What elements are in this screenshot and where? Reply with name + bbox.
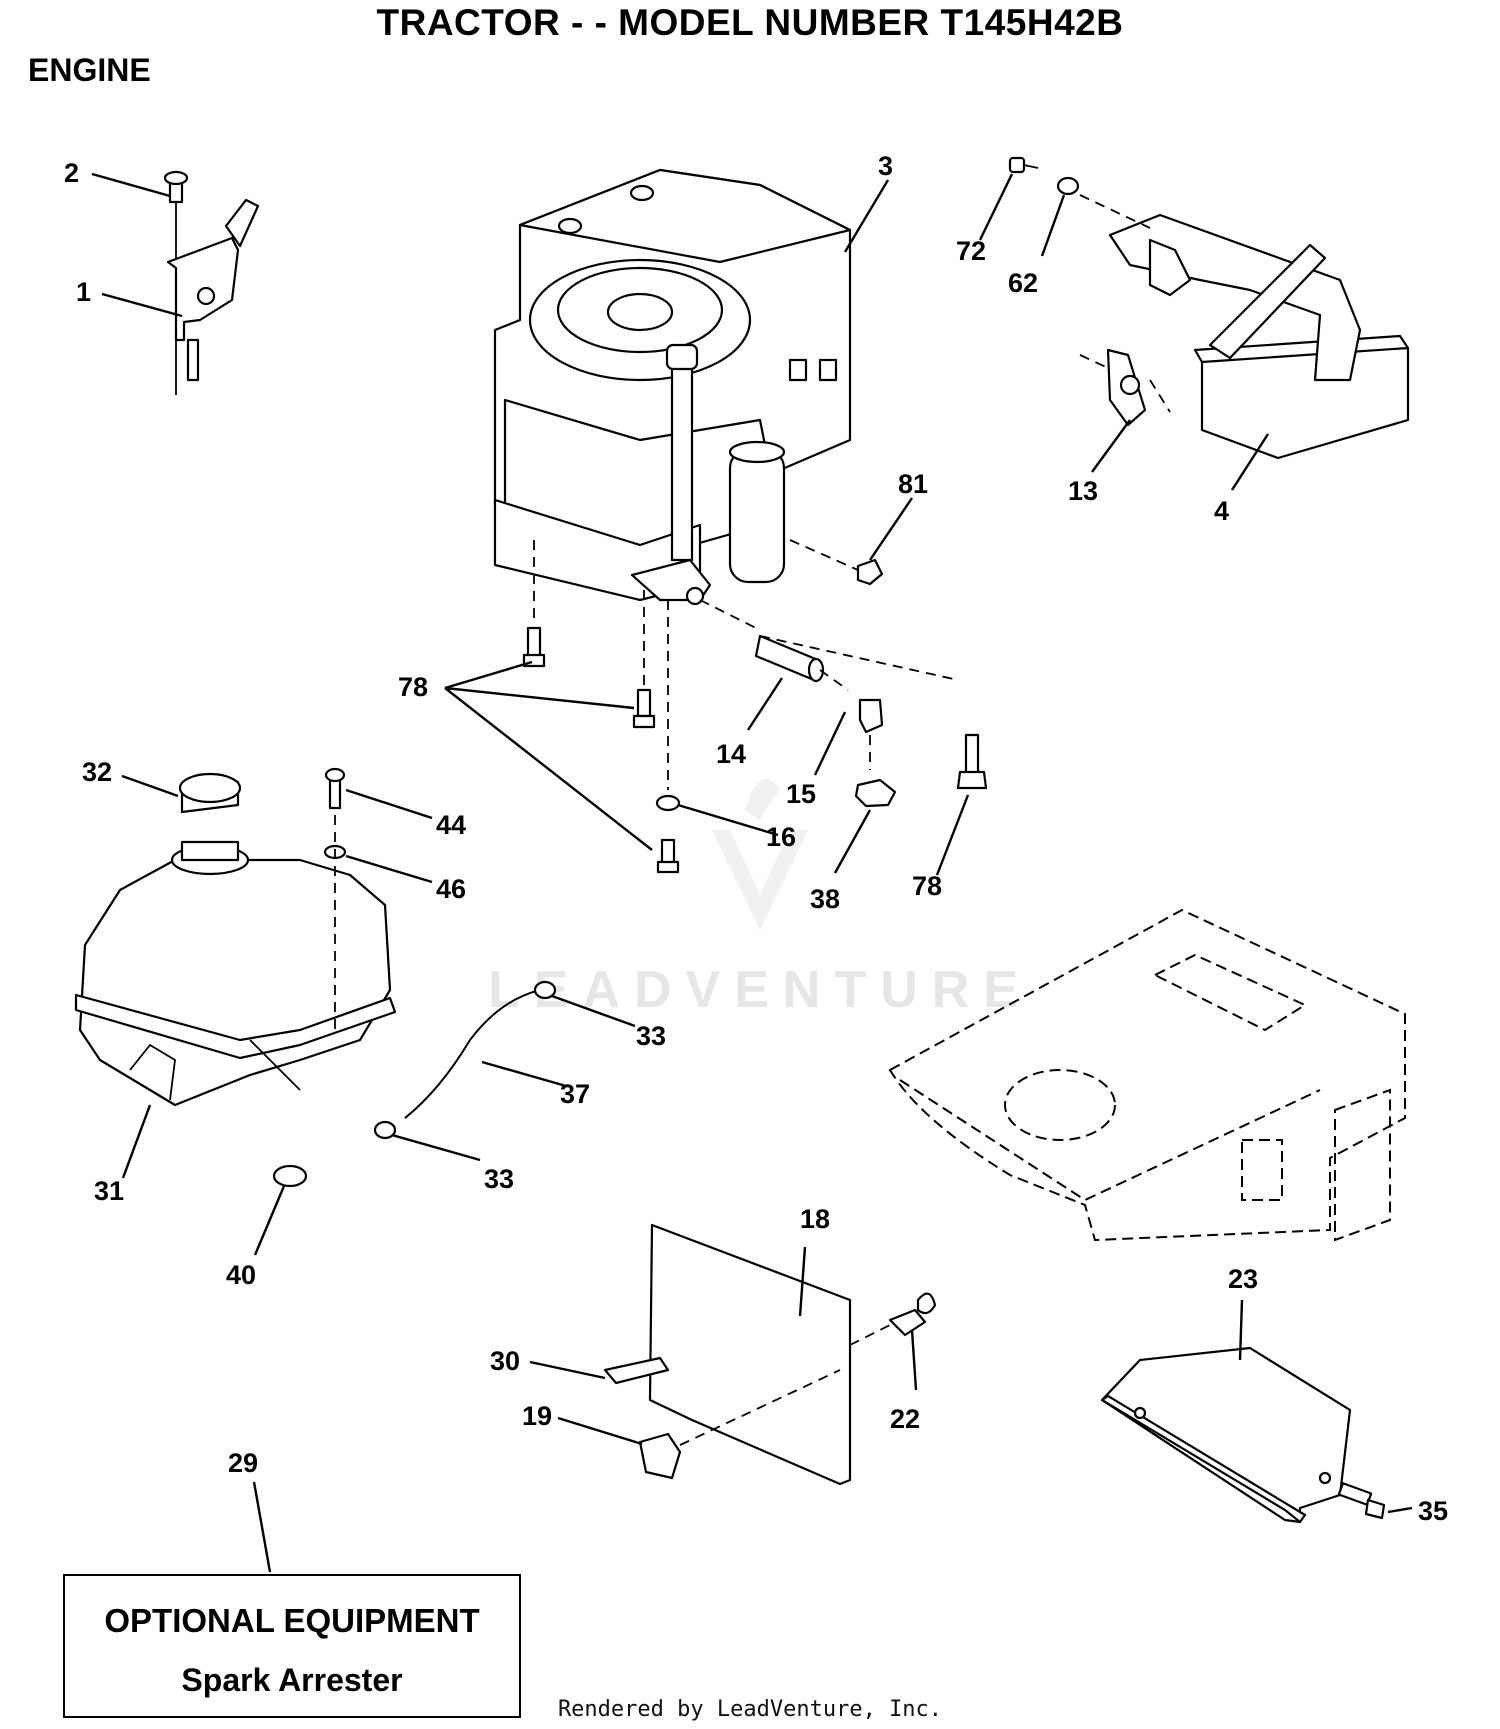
callout-32: 32 bbox=[82, 757, 112, 787]
watermark-text: LEADVENTURE bbox=[488, 961, 1033, 1019]
optional-equipment-box: OPTIONAL EQUIPMENT Spark Arrester bbox=[63, 1574, 521, 1718]
callout-33-top: 33 bbox=[636, 1021, 666, 1051]
callout-44: 44 bbox=[436, 810, 466, 840]
callout-19: 19 bbox=[522, 1401, 552, 1431]
engine-bolts bbox=[522, 540, 680, 874]
optional-equipment-title: OPTIONAL EQUIPMENT bbox=[104, 1602, 480, 1639]
callout-31: 31 bbox=[94, 1176, 124, 1206]
washer-part-16 bbox=[655, 794, 681, 812]
callout-33-bottom: 33 bbox=[484, 1164, 514, 1194]
callout-14: 14 bbox=[716, 739, 746, 769]
diagram-title: TRACTOR - - MODEL NUMBER T145H42B bbox=[376, 2, 1124, 43]
throttle-control-part bbox=[163, 170, 260, 395]
callout-3: 3 bbox=[878, 151, 893, 181]
callout-30: 30 bbox=[490, 1346, 520, 1376]
nut-part-81 bbox=[789, 539, 884, 586]
section-heading: ENGINE bbox=[28, 52, 151, 88]
fuel-tank-part bbox=[74, 767, 397, 1188]
callout-15: 15 bbox=[786, 779, 816, 809]
bolt-part-78 bbox=[956, 733, 988, 790]
callout-72: 72 bbox=[956, 236, 986, 266]
oil-drain-part bbox=[699, 599, 959, 808]
callout-18: 18 bbox=[800, 1204, 830, 1234]
callout-4: 4 bbox=[1214, 496, 1229, 526]
watermark-logo bbox=[712, 778, 808, 930]
optional-equipment-item: Spark Arrester bbox=[181, 1662, 403, 1698]
callout-16: 16 bbox=[766, 822, 796, 852]
callout-46: 46 bbox=[436, 874, 466, 904]
callout-40: 40 bbox=[226, 1260, 256, 1290]
leader-lines bbox=[91, 172, 1413, 1573]
callout-62: 62 bbox=[1008, 268, 1038, 298]
callout-78-left: 78 bbox=[398, 672, 428, 702]
callout-1: 1 bbox=[76, 277, 91, 307]
callout-35: 35 bbox=[1418, 1496, 1448, 1526]
callout-81: 81 bbox=[898, 469, 928, 499]
callout-13: 13 bbox=[1068, 476, 1098, 506]
footer-credit: Rendered by LeadVenture, Inc. bbox=[557, 1697, 943, 1722]
callout-29: 29 bbox=[228, 1448, 258, 1478]
muffler-part bbox=[1008, 156, 1410, 460]
fuel-line-part bbox=[373, 980, 557, 1140]
front-bracket-part bbox=[1100, 1346, 1386, 1524]
engine-plate-part bbox=[603, 1223, 937, 1486]
callout-78-right: 78 bbox=[912, 871, 942, 901]
callout-22: 22 bbox=[890, 1404, 920, 1434]
callout-37: 37 bbox=[560, 1079, 590, 1109]
callout-23: 23 bbox=[1228, 1264, 1258, 1294]
engine-part bbox=[493, 168, 852, 606]
callout-2: 2 bbox=[64, 158, 79, 188]
callout-38: 38 bbox=[810, 884, 840, 914]
tractor-frame-part bbox=[888, 908, 1406, 1242]
